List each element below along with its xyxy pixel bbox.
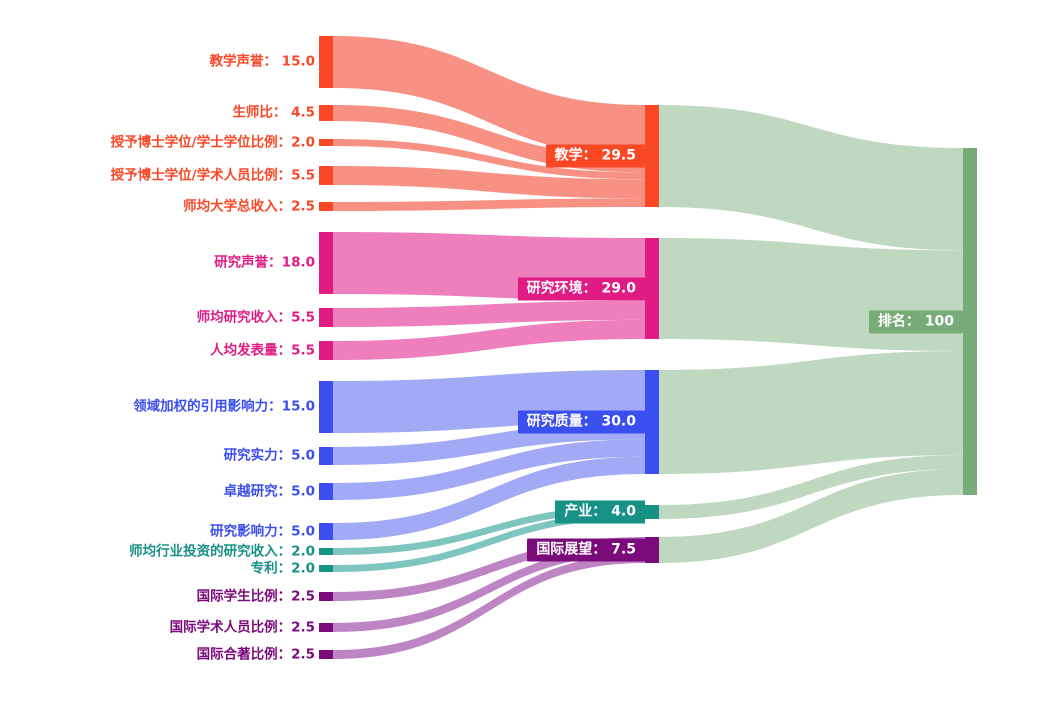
sankey-link bbox=[333, 456, 645, 540]
sankey-node-international[interactable] bbox=[645, 537, 659, 563]
sankey-node-industry[interactable] bbox=[645, 505, 659, 519]
sankey-link bbox=[659, 238, 963, 351]
node-label-doc_staff: 授予博士学位/学术人员比例：5.5 bbox=[110, 166, 315, 183]
sankey-node-doc_staff[interactable] bbox=[319, 166, 333, 185]
sankey-node-patents[interactable] bbox=[319, 565, 333, 572]
node-label-teach_rep: 教学声誉： 15.0 bbox=[209, 53, 315, 70]
sankey-link bbox=[659, 105, 963, 251]
sankey-node-stu_staff[interactable] bbox=[319, 105, 333, 121]
node-label-teaching: 教学： 29.5 bbox=[545, 144, 645, 168]
node-label-pubs: 人均发表量：5.5 bbox=[210, 341, 315, 358]
node-label-ind_income: 师均行业投资的研究收入：2.0 bbox=[129, 542, 315, 559]
node-label-rank: 排名： 100 bbox=[868, 310, 963, 333]
sankey-node-rank[interactable] bbox=[963, 148, 977, 495]
node-label-res_str: 研究实力：5.0 bbox=[223, 447, 315, 464]
sankey-node-teach_rep[interactable] bbox=[319, 36, 333, 88]
sankey-link bbox=[333, 537, 645, 601]
node-label-res_inf: 研究影响力：5.0 bbox=[210, 522, 315, 539]
sankey-node-research_env[interactable] bbox=[645, 238, 659, 339]
sankey-link bbox=[333, 554, 645, 659]
sankey-link bbox=[333, 36, 645, 157]
sankey-node-intl_stu[interactable] bbox=[319, 592, 333, 601]
sankey-node-doc_bach[interactable] bbox=[319, 139, 333, 146]
node-label-doc_bach: 授予博士学位/学士学位比例：2.0 bbox=[110, 133, 315, 150]
sankey-node-res_inf[interactable] bbox=[319, 523, 333, 540]
sankey-link bbox=[333, 439, 645, 500]
sankey-node-teaching[interactable] bbox=[645, 105, 659, 207]
node-label-res_rep: 研究声誉：18.0 bbox=[214, 254, 315, 271]
sankey-node-fwci[interactable] bbox=[319, 381, 333, 433]
sankey-node-res_rep[interactable] bbox=[319, 232, 333, 294]
node-label-res_income: 师均研究收入：5.5 bbox=[196, 308, 315, 325]
sankey-link bbox=[659, 468, 963, 563]
sankey-node-inst_income[interactable] bbox=[319, 202, 333, 211]
node-label-international: 国际展望： 7.5 bbox=[527, 538, 645, 562]
node-label-patents: 专利：2.0 bbox=[250, 559, 315, 576]
sankey-node-res_exc[interactable] bbox=[319, 483, 333, 500]
sankey-node-ind_income[interactable] bbox=[319, 548, 333, 555]
node-label-res_exc: 卓越研究：5.0 bbox=[223, 482, 315, 499]
sankey-link bbox=[333, 139, 645, 180]
sankey-node-intl_copub[interactable] bbox=[319, 650, 333, 659]
node-label-fwci: 领域加权的引用影响力：15.0 bbox=[133, 398, 315, 415]
sankey-link bbox=[333, 300, 645, 327]
sankey-node-research_quality[interactable] bbox=[645, 370, 659, 474]
sankey-link bbox=[333, 166, 645, 199]
sankey-link bbox=[333, 505, 645, 555]
sankey-node-intl_staff[interactable] bbox=[319, 623, 333, 632]
sankey-link bbox=[333, 319, 645, 360]
node-label-research_env: 研究环境： 29.0 bbox=[517, 277, 645, 300]
sankey-link bbox=[659, 350, 963, 474]
node-label-intl_staff: 国际学术人员比例：2.5 bbox=[169, 618, 315, 635]
node-label-industry: 产业： 4.0 bbox=[555, 500, 645, 524]
sankey-link bbox=[333, 545, 645, 632]
node-label-stu_staff: 生师比： 4.5 bbox=[232, 104, 315, 121]
node-label-intl_stu: 国际学生比例：2.5 bbox=[196, 587, 315, 604]
node-label-research_quality: 研究质量： 30.0 bbox=[517, 410, 645, 434]
sankey-link bbox=[659, 455, 963, 519]
sankey-node-res_str[interactable] bbox=[319, 447, 333, 465]
node-label-inst_income: 师均大学总收入：2.5 bbox=[183, 197, 315, 214]
sankey-node-pubs[interactable] bbox=[319, 341, 333, 360]
sankey-link bbox=[333, 198, 645, 211]
sankey-link bbox=[333, 512, 645, 572]
node-label-intl_copub: 国际合著比例：2.5 bbox=[196, 645, 315, 662]
sankey-node-res_income[interactable] bbox=[319, 308, 333, 327]
